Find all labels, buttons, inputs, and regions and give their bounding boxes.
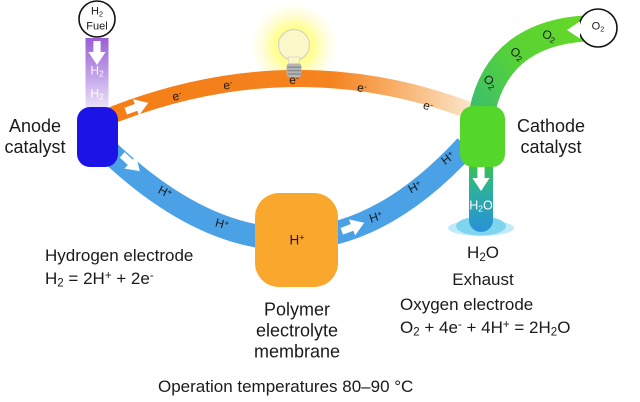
operation-temperature-label: Operation temperatures 80–90 °C	[158, 377, 414, 396]
electron-band	[106, 70, 471, 124]
anode-catalyst-node	[77, 107, 118, 167]
light-bulb-icon	[277, 28, 311, 77]
membrane-node	[255, 193, 338, 287]
cathode-catalyst-node	[460, 106, 505, 167]
oxygen-circle-label: O2	[591, 20, 605, 34]
hydrogen-inlet-band	[85, 38, 109, 112]
fuel-circle	[78, 0, 116, 38]
